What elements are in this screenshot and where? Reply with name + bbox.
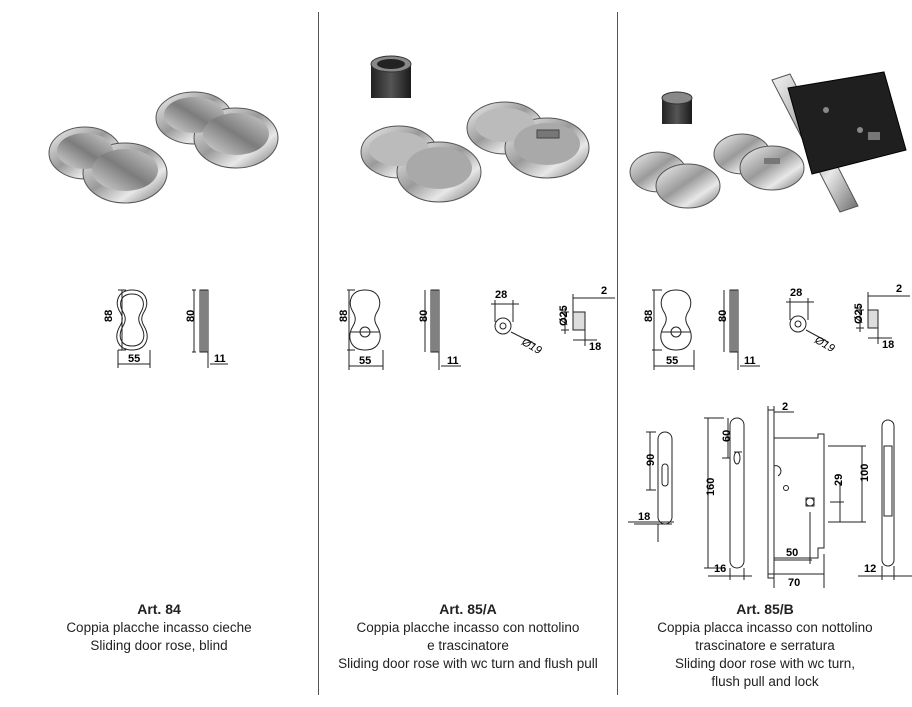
dim-60: 60 bbox=[721, 430, 733, 442]
rose-right bbox=[713, 133, 805, 191]
column-divider-1 bbox=[318, 12, 319, 695]
caption-art-84: Art. 84 Coppia placche incasso cieche Sl… bbox=[0, 600, 318, 655]
caption-line: Sliding door rose with wc turn, bbox=[674, 656, 856, 671]
dim-88: 88 bbox=[643, 310, 655, 322]
dim-29: 29 bbox=[833, 474, 845, 486]
dim-70: 70 bbox=[788, 577, 800, 589]
dim-50: 50 bbox=[786, 547, 798, 559]
rose-left bbox=[48, 126, 168, 204]
dim-28: 28 bbox=[495, 289, 507, 301]
tech-drawing-art-85b: 88 55 80 11 28 Ø19 Ø25 2 18 bbox=[643, 283, 910, 370]
dim-11: 11 bbox=[447, 355, 459, 367]
dim-11: 11 bbox=[214, 353, 226, 365]
caption-line: e trascinatore bbox=[427, 638, 509, 653]
dim-25: Ø25 bbox=[853, 303, 865, 324]
rose-right bbox=[155, 91, 279, 169]
dim-11: 11 bbox=[744, 355, 756, 367]
dim-88: 88 bbox=[103, 310, 115, 322]
dim-160: 160 bbox=[705, 478, 717, 496]
dim-2: 2 bbox=[601, 285, 607, 297]
title-art-85b: Art. 85/B bbox=[736, 601, 794, 617]
dim-90: 90 bbox=[645, 454, 657, 466]
product-photo-art-84 bbox=[48, 91, 279, 204]
product-photo-art-85b bbox=[629, 71, 907, 213]
product-art-84: 88 55 80 11 Art. 84 Coppia placche incas… bbox=[0, 0, 318, 707]
caption-art-85b: Art. 85/B Coppia placca incasso con nott… bbox=[618, 600, 912, 691]
flush-pull-cup bbox=[370, 55, 412, 98]
column-divider-2 bbox=[617, 12, 618, 695]
dim-55: 55 bbox=[666, 355, 678, 367]
rose-right bbox=[466, 101, 590, 179]
dim-55: 55 bbox=[359, 355, 371, 367]
dim-80: 80 bbox=[717, 310, 729, 322]
dim-2: 2 bbox=[782, 401, 788, 413]
caption-line: flush pull and lock bbox=[711, 674, 819, 689]
title-art-85a: Art. 85/A bbox=[439, 601, 497, 617]
caption-line: Coppia placche incasso cieche bbox=[66, 620, 252, 635]
dim-80: 80 bbox=[185, 310, 197, 322]
caption-line: Sliding door rose, blind bbox=[90, 638, 228, 653]
caption-line: trascinatore e serratura bbox=[695, 638, 835, 653]
dim-55: 55 bbox=[128, 353, 140, 365]
product-photo-art-85a bbox=[360, 55, 590, 203]
rose-left bbox=[629, 151, 721, 209]
dim-100: 100 bbox=[859, 464, 871, 482]
dim-12: 12 bbox=[864, 563, 876, 575]
dim-18: 18 bbox=[638, 511, 650, 523]
dim-18: 18 bbox=[589, 341, 601, 353]
dim-80: 80 bbox=[418, 310, 430, 322]
dim-28: 28 bbox=[790, 287, 802, 299]
dim-18: 18 bbox=[882, 339, 894, 351]
caption-line: Coppia placca incasso con nottolino bbox=[657, 620, 873, 635]
dim-19: Ø19 bbox=[519, 336, 544, 357]
tech-drawing-art-85a: 88 55 80 11 28 Ø19 Ø25 2 18 bbox=[338, 285, 615, 370]
dim-2: 2 bbox=[896, 283, 902, 295]
dim-88: 88 bbox=[338, 310, 350, 322]
lock-drawing-art-85b: 90 18 160 60 16 2 50 70 29 100 12 bbox=[628, 401, 912, 589]
rose-left bbox=[360, 125, 482, 203]
product-art-85a: 88 55 80 11 28 Ø19 Ø25 2 18 Art. 85/A Co… bbox=[319, 0, 617, 707]
dim-19: Ø19 bbox=[812, 334, 837, 355]
flush-pull-cup bbox=[661, 91, 693, 124]
product-art-85b: 88 55 80 11 28 Ø19 Ø25 2 18 bbox=[618, 0, 912, 707]
caption-art-85a: Art. 85/A Coppia placche incasso con not… bbox=[319, 600, 617, 673]
dim-16: 16 bbox=[714, 563, 726, 575]
tech-drawing-art-84: 88 55 80 11 bbox=[103, 289, 228, 368]
caption-line: Coppia placche incasso con nottolino bbox=[356, 620, 580, 635]
dim-25: Ø25 bbox=[558, 305, 570, 326]
mortise-lock bbox=[771, 71, 907, 213]
title-art-84: Art. 84 bbox=[137, 601, 181, 617]
caption-line: Sliding door rose with wc turn and flush… bbox=[338, 656, 598, 671]
